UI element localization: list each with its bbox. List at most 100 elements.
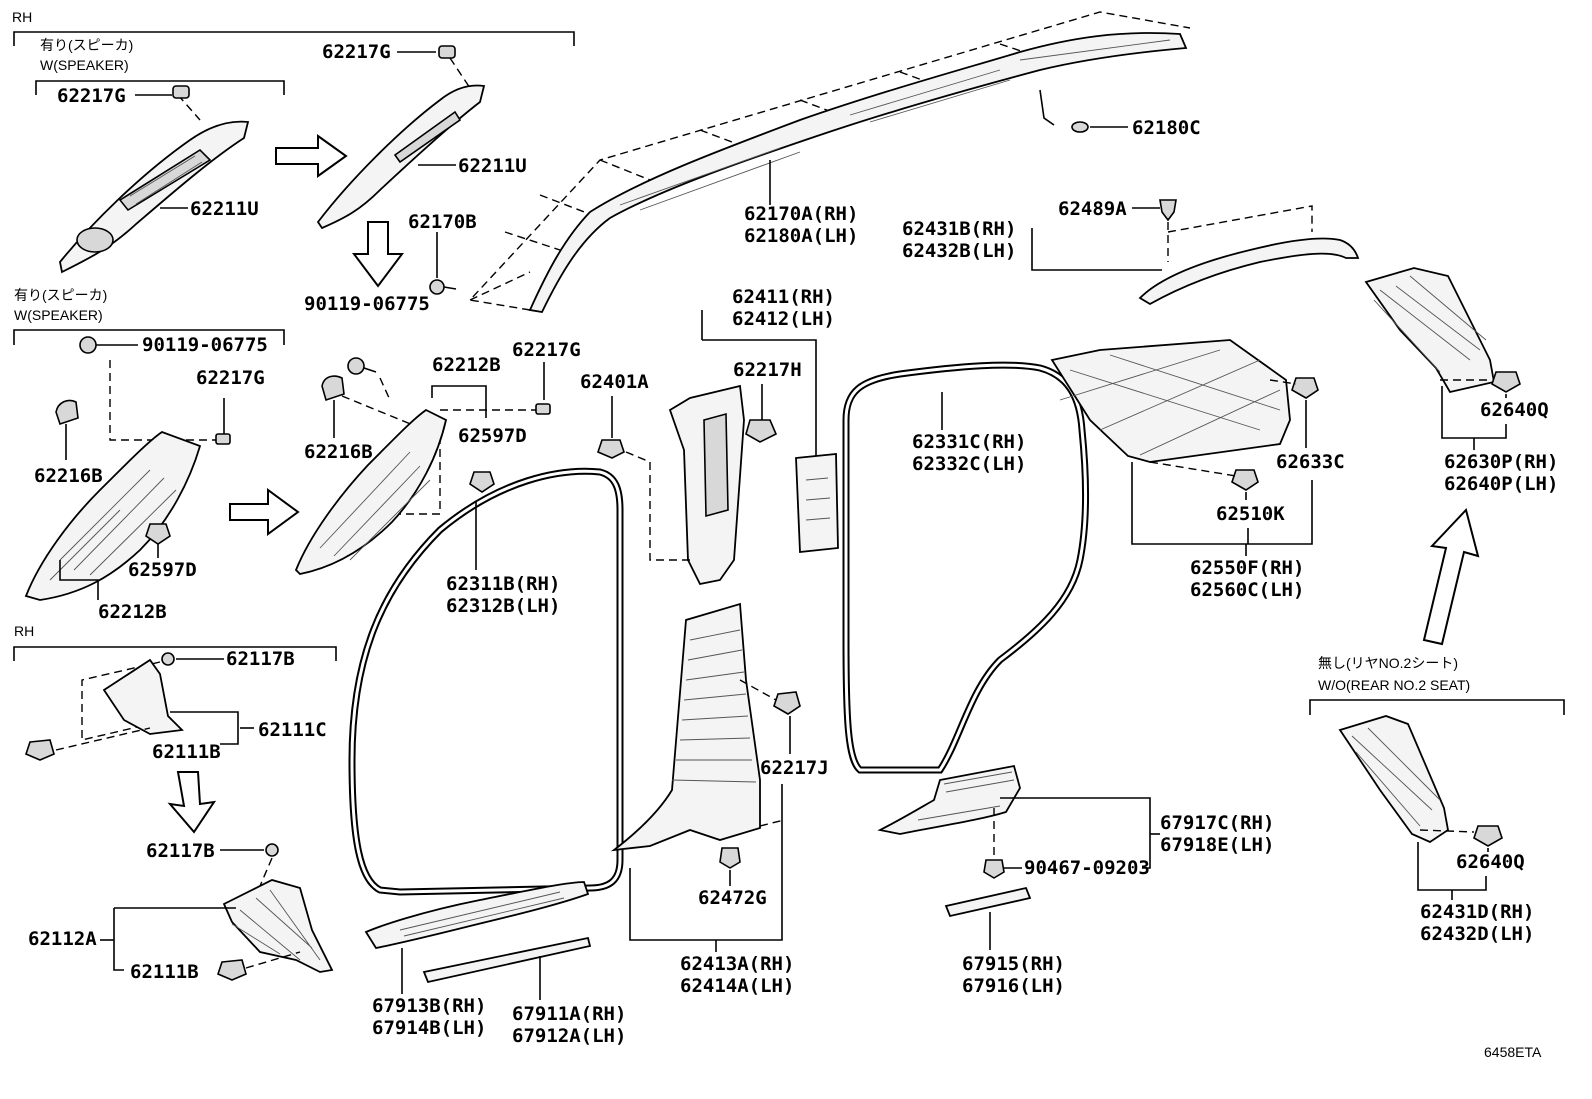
quarter-pillar-garnish-part	[1364, 267, 1496, 394]
label-62414a-lh: 62414A(LH)	[680, 975, 794, 997]
label-62212b-a: 62212B	[98, 601, 167, 623]
clip-62217g-b	[438, 45, 456, 59]
clip-62180c	[1071, 121, 1089, 133]
screw-90119-a	[347, 357, 365, 375]
rh-top-bracket	[13, 31, 575, 46]
label-62489a: 62489A	[1058, 198, 1127, 220]
section-rh-lower: RH	[14, 623, 34, 639]
label-62180c: 62180C	[1132, 117, 1201, 139]
screw-90119-b	[79, 336, 97, 354]
wo-rear-seat-bracket	[1309, 699, 1565, 715]
label-62117b-a: 62117B	[226, 648, 295, 670]
label-67914b-lh: 67914B(LH)	[372, 1017, 486, 1039]
clip-62111b-b	[217, 959, 247, 981]
cover-62216b-a	[55, 399, 79, 426]
leader-dash	[379, 377, 391, 401]
a-pillar-garnish-speaker-part	[59, 120, 250, 274]
label-62597d-a: 62597D	[128, 559, 197, 581]
screw-shank	[363, 367, 377, 373]
label-62112a: 62112A	[28, 928, 97, 950]
clip-62117b-b	[265, 843, 279, 857]
w-speaker-mid-jp: 有り(スピーカ)	[14, 287, 107, 303]
label-62331c-rh: 62331C(RH)	[912, 431, 1026, 453]
w-speaker-top-bracket	[35, 80, 285, 95]
rh-lower-bracket	[13, 646, 337, 661]
arrow-right-icon	[229, 488, 300, 536]
quarter-trim-upper-part	[1050, 339, 1291, 463]
label-62597d-b: 62597D	[458, 425, 527, 447]
label-62217g-a: 62217G	[57, 85, 126, 107]
leader	[59, 560, 99, 600]
label-62312b-lh: 62312B(LH)	[446, 595, 560, 617]
leader	[431, 385, 487, 418]
label-67912a-lh: 67912A(LH)	[512, 1025, 626, 1047]
label-62332c-lh: 62332C(LH)	[912, 453, 1026, 475]
cowl-side-trim-upper-part	[102, 658, 184, 735]
leader-dash	[739, 679, 785, 827]
label-62431b-rh: 62431B(RH)	[902, 218, 1016, 240]
bolt-shank	[443, 286, 457, 290]
label-62111b-a: 62111B	[152, 741, 221, 763]
rear-scuff-plate-part	[877, 764, 1021, 835]
label-62180a-lh: 62180A(LH)	[744, 225, 858, 247]
w-speaker-top-jp: 有り(スピーカ)	[40, 37, 133, 53]
label-62117b-b: 62117B	[146, 840, 215, 862]
section-rh-top: RH	[12, 9, 32, 25]
label-62170b: 62170B	[408, 211, 477, 233]
cover-62216b-b	[321, 375, 345, 402]
leader-dash	[177, 94, 201, 121]
leader-dash	[341, 395, 441, 515]
clip-62217g-c	[215, 433, 231, 445]
label-62633c: 62633C	[1276, 451, 1345, 473]
clip-62597d-b	[469, 471, 495, 493]
leader-dash	[1419, 829, 1475, 833]
rear-door-scuff-strip-part	[944, 886, 1032, 918]
w-speaker-top-en: W(SPEAKER)	[40, 57, 129, 73]
label-62560c-lh: 62560C(LH)	[1190, 579, 1304, 601]
quarter-pillar-garnish-wo-seat-part	[1338, 715, 1449, 844]
label-67917c-rh: 67917C(RH)	[1160, 812, 1274, 834]
label-62432b-lh: 62432B(LH)	[902, 240, 1016, 262]
a-pillar-garnish-part	[316, 84, 486, 230]
w-speaker-mid-en: W(SPEAKER)	[14, 307, 103, 323]
leader-dash	[1149, 461, 1237, 477]
clip-62217g-a	[172, 85, 190, 99]
leader-dash	[1167, 205, 1313, 262]
clip-62117b-a	[161, 652, 175, 666]
clip-62217g-d	[535, 403, 551, 415]
center-pillar-lower-garnish-part	[610, 602, 761, 852]
leader-dash	[245, 951, 301, 969]
label-62217g-c: 62217G	[196, 367, 265, 389]
label-67911a-rh: 67911A(RH)	[512, 1003, 626, 1025]
label-62472g: 62472G	[698, 887, 767, 909]
label-67918e-lh: 67918E(LH)	[1160, 834, 1274, 856]
label-62217j: 62217J	[760, 757, 829, 779]
arrow-up-icon	[1422, 508, 1480, 646]
label-62412-lh: 62412(LH)	[732, 308, 835, 330]
wo-rear-seat-en: W/O(REAR NO.2 SEAT)	[1318, 677, 1470, 693]
leader-dash	[449, 57, 471, 89]
label-62411-rh: 62411(RH)	[732, 286, 835, 308]
label-62413a-rh: 62413A(RH)	[680, 953, 794, 975]
clip-62510k	[1231, 469, 1259, 491]
leader	[1131, 462, 1313, 545]
clip-62633c	[1291, 377, 1319, 399]
wire	[1039, 89, 1055, 126]
bolt-62170b	[429, 279, 445, 295]
leader-dash	[55, 727, 151, 751]
clip-62217j	[773, 691, 801, 715]
leader	[113, 907, 236, 971]
clip-62597d-a	[145, 523, 171, 545]
label-90119-b: 90119-06775	[142, 334, 268, 356]
label-62211u-b: 62211U	[458, 155, 527, 177]
leader-dash	[625, 451, 694, 561]
label-62216b-a: 62216B	[34, 465, 103, 487]
clip-62401a	[597, 439, 625, 459]
label-67915-rh: 67915(RH)	[962, 953, 1065, 975]
clip-90467	[983, 859, 1005, 879]
leader	[170, 711, 239, 745]
label-62401a: 62401A	[580, 371, 649, 393]
cowl-side-trim-part	[222, 879, 334, 973]
clip-62217h	[745, 419, 778, 443]
